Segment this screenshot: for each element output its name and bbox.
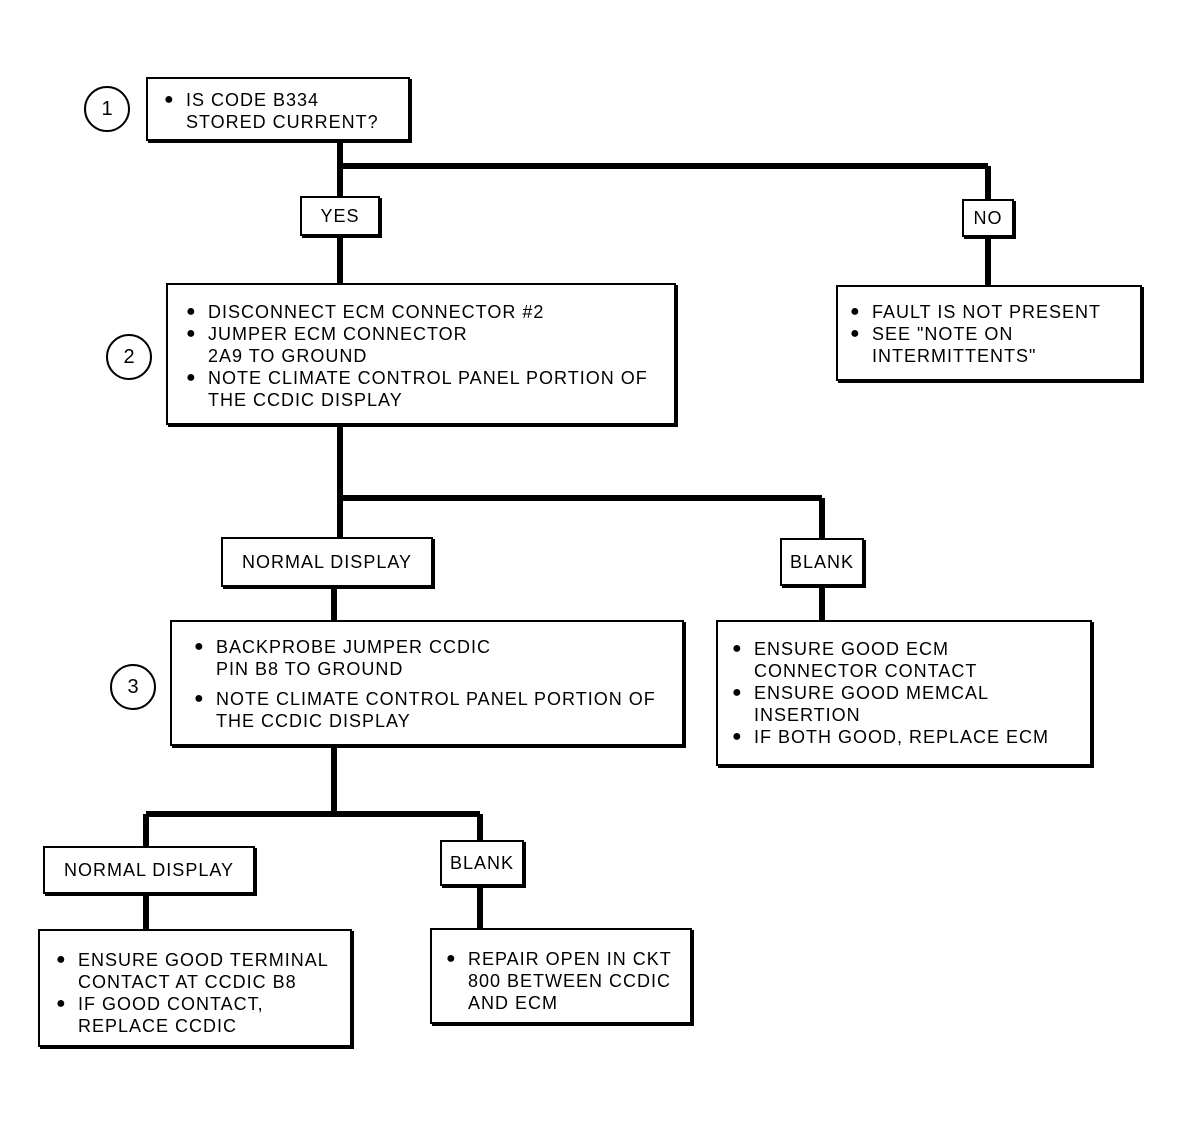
step-number-2: 2 xyxy=(106,334,152,380)
question-item: IS CODE B334 STORED CURRENT? xyxy=(160,89,400,133)
blank-label: BLANK xyxy=(780,538,864,586)
action-item: FAULT IS NOT PRESENT xyxy=(846,301,1132,323)
normal-display-label: NORMAL DISPLAY xyxy=(221,537,433,587)
action-item: REPAIR OPEN IN CKT 800 BETWEEN CCDIC AND… xyxy=(442,948,682,1014)
blank-action-box: REPAIR OPEN IN CKT 800 BETWEEN CCDIC AND… xyxy=(430,928,692,1024)
action-item: ENSURE GOOD TERMINAL CONTACT AT CCDIC B8 xyxy=(52,949,342,993)
step-number-1: 1 xyxy=(84,86,130,132)
step-2-box: DISCONNECT ECM CONNECTOR #2 JUMPER ECM C… xyxy=(166,283,676,425)
question-box: IS CODE B334 STORED CURRENT? xyxy=(146,77,410,141)
no-branch-label: NO xyxy=(962,199,1014,237)
blank-action-box: ENSURE GOOD ECM CONNECTOR CONTACT ENSURE… xyxy=(716,620,1092,766)
normal-action-box: ENSURE GOOD TERMINAL CONTACT AT CCDIC B8… xyxy=(38,929,352,1047)
action-item: SEE "NOTE ON INTERMITTENTS" xyxy=(846,323,1132,367)
step-item: DISCONNECT ECM CONNECTOR #2 xyxy=(182,301,666,323)
action-item: ENSURE GOOD ECM CONNECTOR CONTACT xyxy=(728,638,1004,682)
action-item: IF GOOD CONTACT, REPLACE CCDIC xyxy=(52,993,298,1037)
step-item: NOTE CLIMATE CONTROL PANEL PORTION OF TH… xyxy=(182,367,666,411)
blank-label: BLANK xyxy=(440,840,524,886)
step-item: NOTE CLIMATE CONTROL PANEL PORTION OF TH… xyxy=(190,688,674,732)
step-3-box: BACKPROBE JUMPER CCDIC PIN B8 TO GROUND … xyxy=(170,620,684,746)
action-item: IF BOTH GOOD, REPLACE ECM xyxy=(728,726,1082,748)
step-item: BACKPROBE JUMPER CCDIC PIN B8 TO GROUND xyxy=(190,636,506,680)
action-item: ENSURE GOOD MEMCAL INSERTION xyxy=(728,682,1024,726)
step-item: JUMPER ECM CONNECTOR 2A9 TO GROUND xyxy=(182,323,498,367)
yes-branch-label: YES xyxy=(300,196,380,236)
normal-display-label: NORMAL DISPLAY xyxy=(43,846,255,894)
no-action-box: FAULT IS NOT PRESENT SEE "NOTE ON INTERM… xyxy=(836,285,1142,381)
step-number-3: 3 xyxy=(110,664,156,710)
